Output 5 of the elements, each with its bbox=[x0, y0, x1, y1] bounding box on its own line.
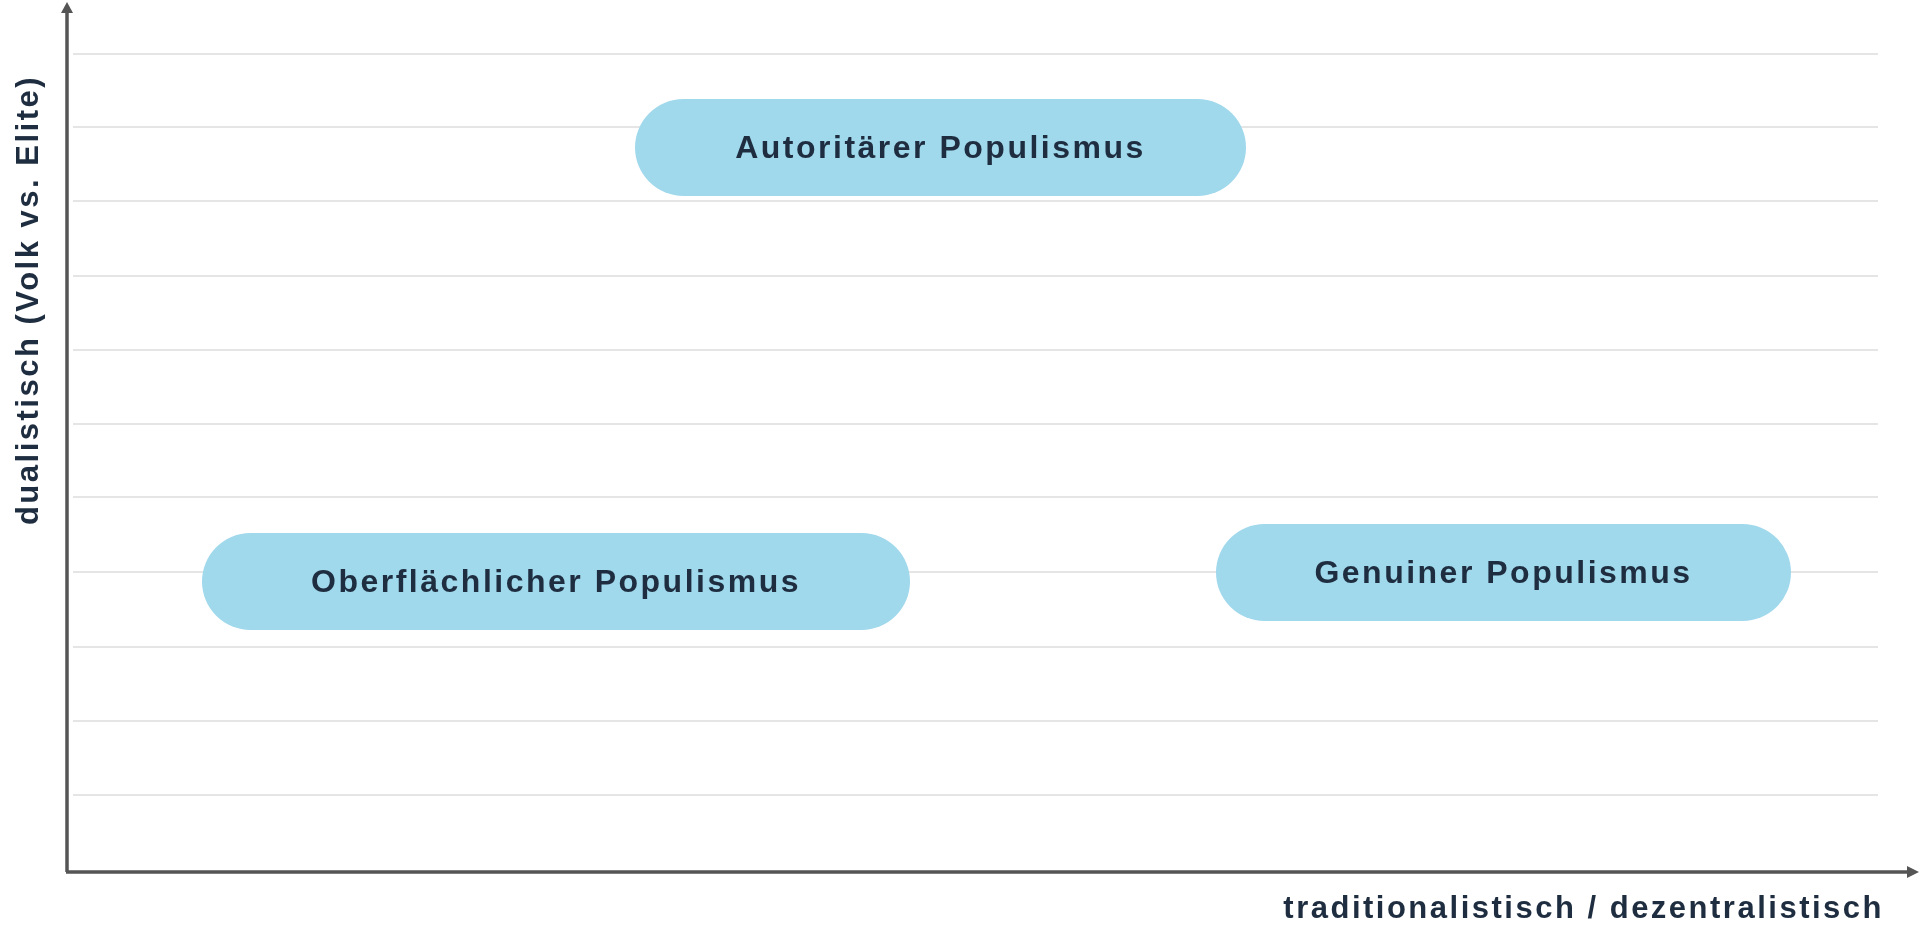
y-axis-title: dualistisch (Volk vs. Elite) bbox=[10, 74, 46, 526]
category-label: Autoritärer Populismus bbox=[735, 129, 1146, 166]
category-label: Genuiner Populismus bbox=[1314, 554, 1693, 591]
category-label: Oberflächlicher Populismus bbox=[311, 563, 801, 600]
x-axis-title: traditionalistisch / dezentralistisch bbox=[1283, 890, 1884, 926]
